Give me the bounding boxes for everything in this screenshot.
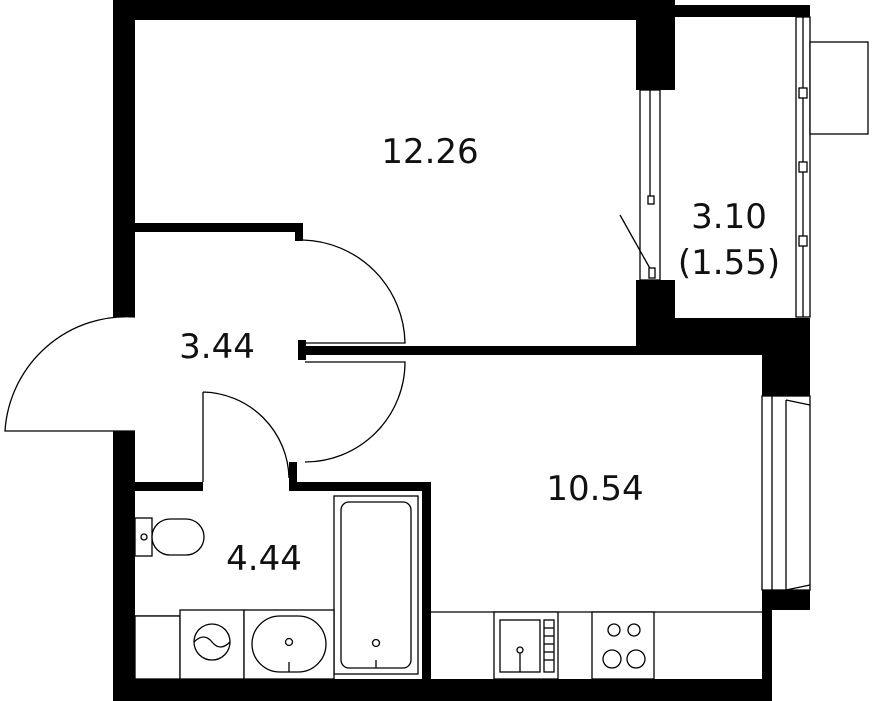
balcony-door bbox=[809, 41, 869, 135]
wall-balcony-top bbox=[675, 5, 810, 17]
cooktop bbox=[591, 611, 655, 680]
door-bathroom bbox=[202, 391, 290, 482]
sink bbox=[243, 609, 335, 680]
bathroom-fixtures bbox=[134, 495, 419, 680]
door-living bbox=[302, 239, 406, 344]
wall-bathroom-door-jamb bbox=[289, 462, 297, 491]
windows bbox=[619, 16, 869, 591]
wall-hall-stub-top bbox=[298, 340, 306, 360]
wall-living-hall-divider bbox=[135, 223, 303, 232]
wall-left-lower bbox=[113, 431, 135, 701]
wall-bathroom-right bbox=[422, 482, 431, 701]
washing-machine bbox=[179, 609, 245, 680]
wall-kitchen-right-upper bbox=[762, 318, 810, 396]
door-kitchen bbox=[304, 361, 406, 463]
room-label-living: 12.26 bbox=[381, 132, 478, 172]
wall-pillar-top bbox=[636, 20, 675, 90]
wall-bathroom-top-left bbox=[135, 482, 203, 491]
door-entrance bbox=[4, 316, 136, 432]
wall-kitchen-right-lower bbox=[762, 590, 810, 610]
kitchen-fixtures bbox=[431, 611, 762, 680]
room-label-balcony-reduced: (1.55) bbox=[678, 243, 780, 283]
kitchen-sink bbox=[493, 611, 559, 680]
toilet bbox=[134, 517, 205, 557]
bathtub bbox=[333, 495, 419, 675]
room-label-balcony: 3.10 bbox=[691, 197, 767, 237]
wall-living-hall-stub bbox=[295, 223, 303, 241]
doors bbox=[4, 239, 406, 482]
room-label-kitchen: 10.54 bbox=[546, 469, 643, 509]
wall-top bbox=[113, 0, 675, 20]
room-label-hall: 3.44 bbox=[179, 327, 255, 367]
walls bbox=[113, 0, 810, 701]
wall-bathroom-top-right bbox=[289, 482, 430, 491]
wall-left-upper bbox=[113, 0, 135, 317]
wall-kitchen-right-base bbox=[762, 598, 772, 701]
room-label-bathroom: 4.44 bbox=[226, 539, 302, 579]
wall-bottom bbox=[113, 679, 763, 701]
room-labels: 12.26 3.10 (1.55) 3.44 10.54 4.44 bbox=[179, 132, 780, 579]
wall-room-kitchen-divider bbox=[305, 346, 775, 355]
